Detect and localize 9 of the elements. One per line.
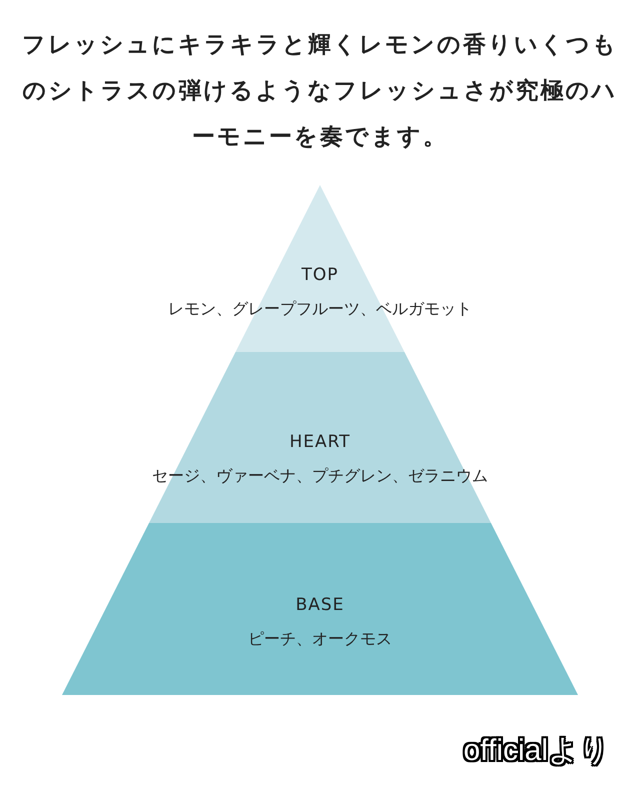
ingredient-list: ピーチ、オークモス xyxy=(62,629,578,650)
source-note: officialより xyxy=(464,734,610,767)
tier-heading: HEART xyxy=(288,432,352,452)
ingredient-list: レモン、グレープフルーツ、ベルガモット xyxy=(62,299,578,320)
title: フレッシュにキラキラと輝くレモンの香りいくつものシトラスの弾けるようなフレッシュさが究極のハーモニーを奏でます。 xyxy=(21,31,619,152)
pyramid-tier xyxy=(62,523,578,695)
tier-heading: BASE xyxy=(294,595,346,615)
tier-heading: TOP xyxy=(300,265,340,285)
ingredient-list: セージ、ヴァーベナ、プチグレン、ゼラニウム xyxy=(62,466,578,487)
